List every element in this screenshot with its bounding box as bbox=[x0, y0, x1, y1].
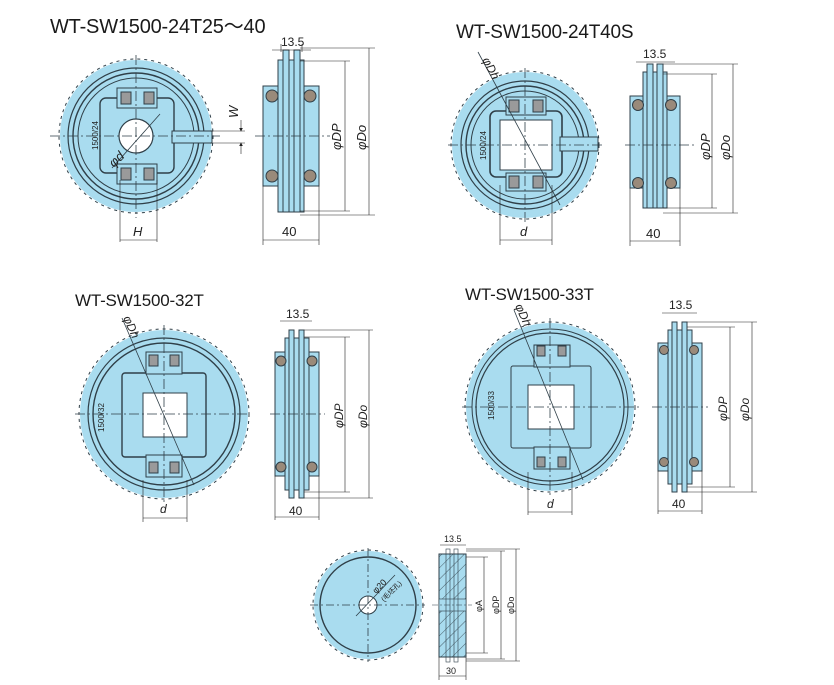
svg-text:φDo: φDo bbox=[356, 405, 370, 428]
bore-width-label: d bbox=[160, 502, 167, 516]
sprocket-side-view-24t40s: 13.5 40 φDP φDo bbox=[625, 47, 738, 246]
tooth-width-dim: 13.5 bbox=[669, 298, 693, 312]
sprocket-front-view-32t: φDh 1500/32 d bbox=[75, 314, 250, 522]
sprocket-front-view-blank: φ20 (毛坯孔) bbox=[310, 548, 425, 662]
drawing-title-24t25-40: WT-SW1500-24T25～40 bbox=[50, 16, 266, 38]
sprocket-front-view-33t: φDh 1500/33 d bbox=[462, 302, 640, 515]
svg-text:30: 30 bbox=[446, 666, 456, 676]
outer-diameter-label: φDo bbox=[354, 125, 369, 150]
key-width-label: W bbox=[226, 104, 241, 118]
svg-text:φDP: φDP bbox=[332, 404, 346, 429]
sprocket-front-view-24t25-40: 1500/24 φd W H bbox=[50, 55, 245, 242]
hub-width-label: H bbox=[133, 224, 143, 239]
outer-diameter-label: φDo bbox=[718, 135, 733, 160]
svg-text:d: d bbox=[160, 502, 167, 516]
front-label: 1500/33 bbox=[487, 391, 496, 420]
tooth-width-dim: 13.5 bbox=[281, 35, 305, 49]
svg-text:φDo: φDo bbox=[718, 135, 733, 160]
hub-length-dim: 40 bbox=[289, 504, 303, 518]
hub-length-dim: 40 bbox=[646, 226, 660, 241]
svg-text:13.5: 13.5 bbox=[444, 534, 462, 544]
svg-text:13.5: 13.5 bbox=[669, 298, 693, 312]
pitch-diameter-label: φDP bbox=[716, 397, 730, 422]
sprocket-side-view-33t: 13.5 40 φDP φDo bbox=[652, 298, 757, 514]
outer-diameter-label: φDo bbox=[506, 597, 516, 614]
pitch-diameter-label: φDP bbox=[698, 133, 713, 160]
sprocket-side-view-blank: 13.5 30 φA φDP φDo bbox=[432, 534, 520, 680]
svg-text:φDP: φDP bbox=[329, 123, 344, 150]
bore-width-label: d bbox=[547, 497, 554, 511]
pitch-diameter-label: φDP bbox=[329, 123, 344, 150]
hub-diameter-label: φDh bbox=[512, 302, 534, 329]
svg-text:40: 40 bbox=[282, 224, 296, 239]
front-label: 1500/24 bbox=[91, 121, 100, 150]
svg-text:W: W bbox=[226, 104, 241, 118]
hub-length-dim: 40 bbox=[282, 224, 296, 239]
svg-text:13.5: 13.5 bbox=[286, 307, 310, 321]
pitch-diameter-label: φDP bbox=[332, 404, 346, 429]
drawing-title-33t: WT-SW1500-33T bbox=[465, 285, 594, 304]
svg-text:1500/33: 1500/33 bbox=[487, 391, 496, 420]
sprocket-front-view-24t40s: φDh 1500/24 d bbox=[448, 51, 605, 245]
svg-text:φDh: φDh bbox=[512, 302, 534, 329]
svg-text:1500/24: 1500/24 bbox=[479, 131, 488, 160]
svg-text:40: 40 bbox=[672, 497, 686, 511]
svg-text:φA: φA bbox=[474, 600, 484, 612]
svg-text:13.5: 13.5 bbox=[281, 35, 305, 49]
svg-text:φDP: φDP bbox=[698, 133, 713, 160]
tooth-width-dim: 13.5 bbox=[286, 307, 310, 321]
tooth-width-dim: 13.5 bbox=[444, 534, 462, 544]
outer-diameter-label: φDo bbox=[356, 405, 370, 428]
hub-length-dim: 30 bbox=[446, 666, 456, 676]
svg-text:φDP: φDP bbox=[491, 596, 501, 614]
svg-text:1500/32: 1500/32 bbox=[97, 403, 106, 432]
hub-length-dim: 40 bbox=[672, 497, 686, 511]
svg-text:H: H bbox=[133, 224, 143, 239]
drawing-title-32t: WT-SW1500-32T bbox=[75, 291, 204, 310]
pitch-diameter-label: φDP bbox=[491, 596, 501, 614]
drawing-title-24t40s: WT-SW1500-24T40S bbox=[456, 22, 634, 43]
front-label: 1500/32 bbox=[97, 403, 106, 432]
svg-text:φDo: φDo bbox=[354, 125, 369, 150]
svg-text:d: d bbox=[547, 497, 554, 511]
sprocket-side-view-32t: 13.5 40 φDP φDo bbox=[270, 307, 373, 520]
front-label: 1500/24 bbox=[479, 131, 488, 160]
svg-text:φDo: φDo bbox=[506, 597, 516, 614]
bore-dim-label: φA bbox=[474, 600, 484, 612]
svg-text:φDP: φDP bbox=[716, 397, 730, 422]
svg-text:φDo: φDo bbox=[738, 398, 752, 421]
outer-diameter-label: φDo bbox=[738, 398, 752, 421]
tooth-width-dim: 13.5 bbox=[643, 47, 667, 61]
bore-width-label: d bbox=[520, 224, 528, 239]
svg-text:40: 40 bbox=[289, 504, 303, 518]
svg-text:13.5: 13.5 bbox=[643, 47, 667, 61]
sprocket-side-view-24t25-40: 13.5 40 φDP φDo bbox=[255, 35, 375, 245]
svg-text:d: d bbox=[520, 224, 528, 239]
svg-text:40: 40 bbox=[646, 226, 660, 241]
